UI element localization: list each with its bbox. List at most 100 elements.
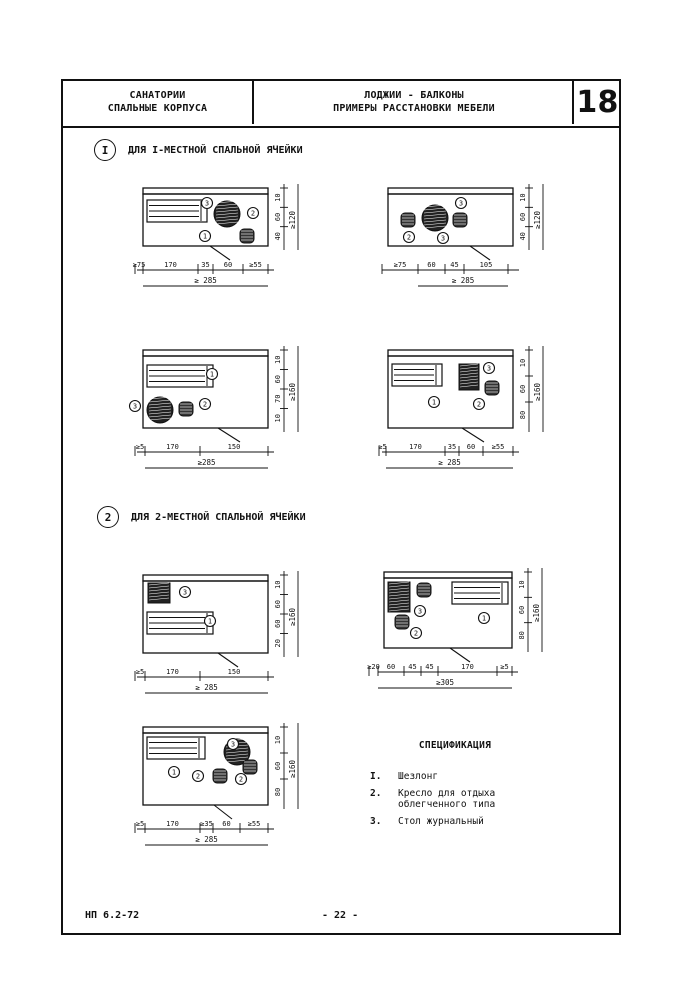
table-hatch (215, 209, 239, 213)
table-hatch (225, 753, 249, 757)
table-hatch (148, 411, 172, 415)
dimension-label: 10 (274, 193, 282, 201)
table-hatch (423, 204, 447, 208)
item-marker-label: 3 (487, 365, 491, 373)
table-hatch (423, 210, 447, 214)
total-dimension-label: ≥ 285 (452, 276, 475, 285)
table-hatch (215, 203, 239, 207)
dimension-label: 10 (274, 736, 282, 744)
table-hatch (225, 756, 249, 760)
balcony-outline (383, 577, 513, 649)
table-hatch (148, 408, 172, 412)
item-marker (200, 196, 214, 210)
dimension-label: 60 (387, 663, 395, 671)
dimension-label: 60 (274, 600, 282, 608)
dimension-label: 60 (519, 213, 527, 221)
total-dimension-label: ≥160 (533, 382, 542, 401)
dimension-label: 150 (228, 443, 241, 451)
balcony-outline (387, 193, 514, 247)
table-hatch (388, 584, 410, 588)
armchair (400, 212, 416, 228)
dimension-label: 170 (409, 443, 422, 451)
specification: СПЕЦИФИКАЦИЯ I. Шезлонг 2. Кресло для от… (370, 740, 540, 833)
chaise-longue (146, 199, 208, 223)
dimension-label: 10 (274, 356, 282, 364)
dimension-label: 40 (519, 232, 527, 240)
table-hatch (148, 405, 172, 409)
table-hatch (423, 225, 447, 229)
section-heading-2: 2 ДЛЯ 2-МЕСТНОЙ СПАЛЬНОЙ ЯЧЕЙКИ (97, 506, 306, 528)
table-hatch (215, 215, 239, 219)
table-hatch (388, 608, 410, 612)
item-marker-label: 2 (239, 776, 243, 784)
item-marker (402, 230, 416, 244)
table-hatch (459, 384, 479, 388)
table-hatch (388, 593, 410, 597)
armchair (394, 614, 410, 630)
page-frame: САНАТОРИИ СПАЛЬНЫЕ КОРПУСА ЛОДЖИИ - БАЛК… (61, 79, 621, 935)
spec-item-number: 3. (370, 816, 382, 827)
item-marker-label: 2 (203, 401, 207, 409)
item-marker (477, 611, 491, 625)
table-hatch (225, 759, 249, 763)
table-hatch (148, 585, 170, 589)
dimension-label: ≥5 (136, 820, 144, 828)
armchair (212, 768, 228, 784)
table-hatch (148, 399, 172, 403)
item-marker-label: 1 (203, 233, 207, 241)
table-hatch (388, 602, 410, 606)
table-hatch (148, 396, 172, 400)
table-hatch (388, 590, 410, 594)
dimension-label: 60 (519, 385, 527, 393)
document-code: НП 6.2-72 (85, 910, 140, 921)
dimension-label: 80 (519, 411, 527, 419)
total-dimension-label: ≥ 285 (195, 683, 218, 692)
table-hatch (423, 219, 447, 223)
dimension-label: 105 (480, 261, 493, 269)
dimension-label: ≥5 (136, 443, 144, 451)
building-subtype: СПАЛЬНЫЕ КОРПУСА (107, 103, 208, 114)
table-hatch (148, 591, 170, 595)
dimension-label: 10 (274, 414, 282, 422)
table-hatch (215, 218, 239, 222)
table-hatch (148, 582, 170, 586)
dimension-label: 170 (166, 443, 179, 451)
item-marker-label: 3 (231, 741, 235, 749)
total-dimension-label: ≥160 (288, 382, 297, 401)
dimension-label: 35 (448, 443, 456, 451)
item-marker-label: 3 (133, 403, 137, 411)
item-marker-label: 1 (482, 615, 486, 623)
table-hatch (148, 417, 172, 421)
table-hatch (423, 222, 447, 226)
balcony-outline (142, 732, 269, 806)
spec-item-text: Шезлонг (398, 771, 439, 782)
dimension-label: 80 (518, 631, 526, 639)
door-swing (209, 245, 231, 261)
dimension-label: 60 (427, 261, 435, 269)
table-hatch (148, 594, 170, 598)
item-marker-label: 1 (208, 618, 212, 626)
dimension-label: 60 (222, 820, 230, 828)
item-marker-label: 3 (183, 589, 187, 597)
door-swing (461, 427, 485, 443)
spec-item-number: I. (370, 771, 382, 782)
title-block-left: САНАТОРИИ СПАЛЬНЫЕ КОРПУСА (63, 81, 254, 124)
table-hatch (148, 414, 172, 418)
title-block-middle: ЛОДЖИИ - БАЛКОНЫ ПРИМЕРЫ РАССТАНОВКИ МЕБ… (256, 81, 574, 124)
specification-title: СПЕЦИФИКАЦИЯ (418, 740, 492, 751)
door-swing (217, 652, 239, 668)
dimension-label: ≥5 (136, 668, 144, 676)
item-marker-label: 2 (251, 210, 255, 218)
table-hatch (459, 381, 479, 385)
armchair (239, 228, 255, 244)
dimension-label: 60 (274, 375, 282, 383)
door-swing (213, 804, 233, 820)
section-title: ДЛЯ I-МЕСТНОЙ СПАЛЬНОЙ ЯЧЕЙКИ (128, 144, 303, 156)
total-dimension-label: ≥ 285 (438, 458, 461, 467)
table-hatch (148, 588, 170, 592)
